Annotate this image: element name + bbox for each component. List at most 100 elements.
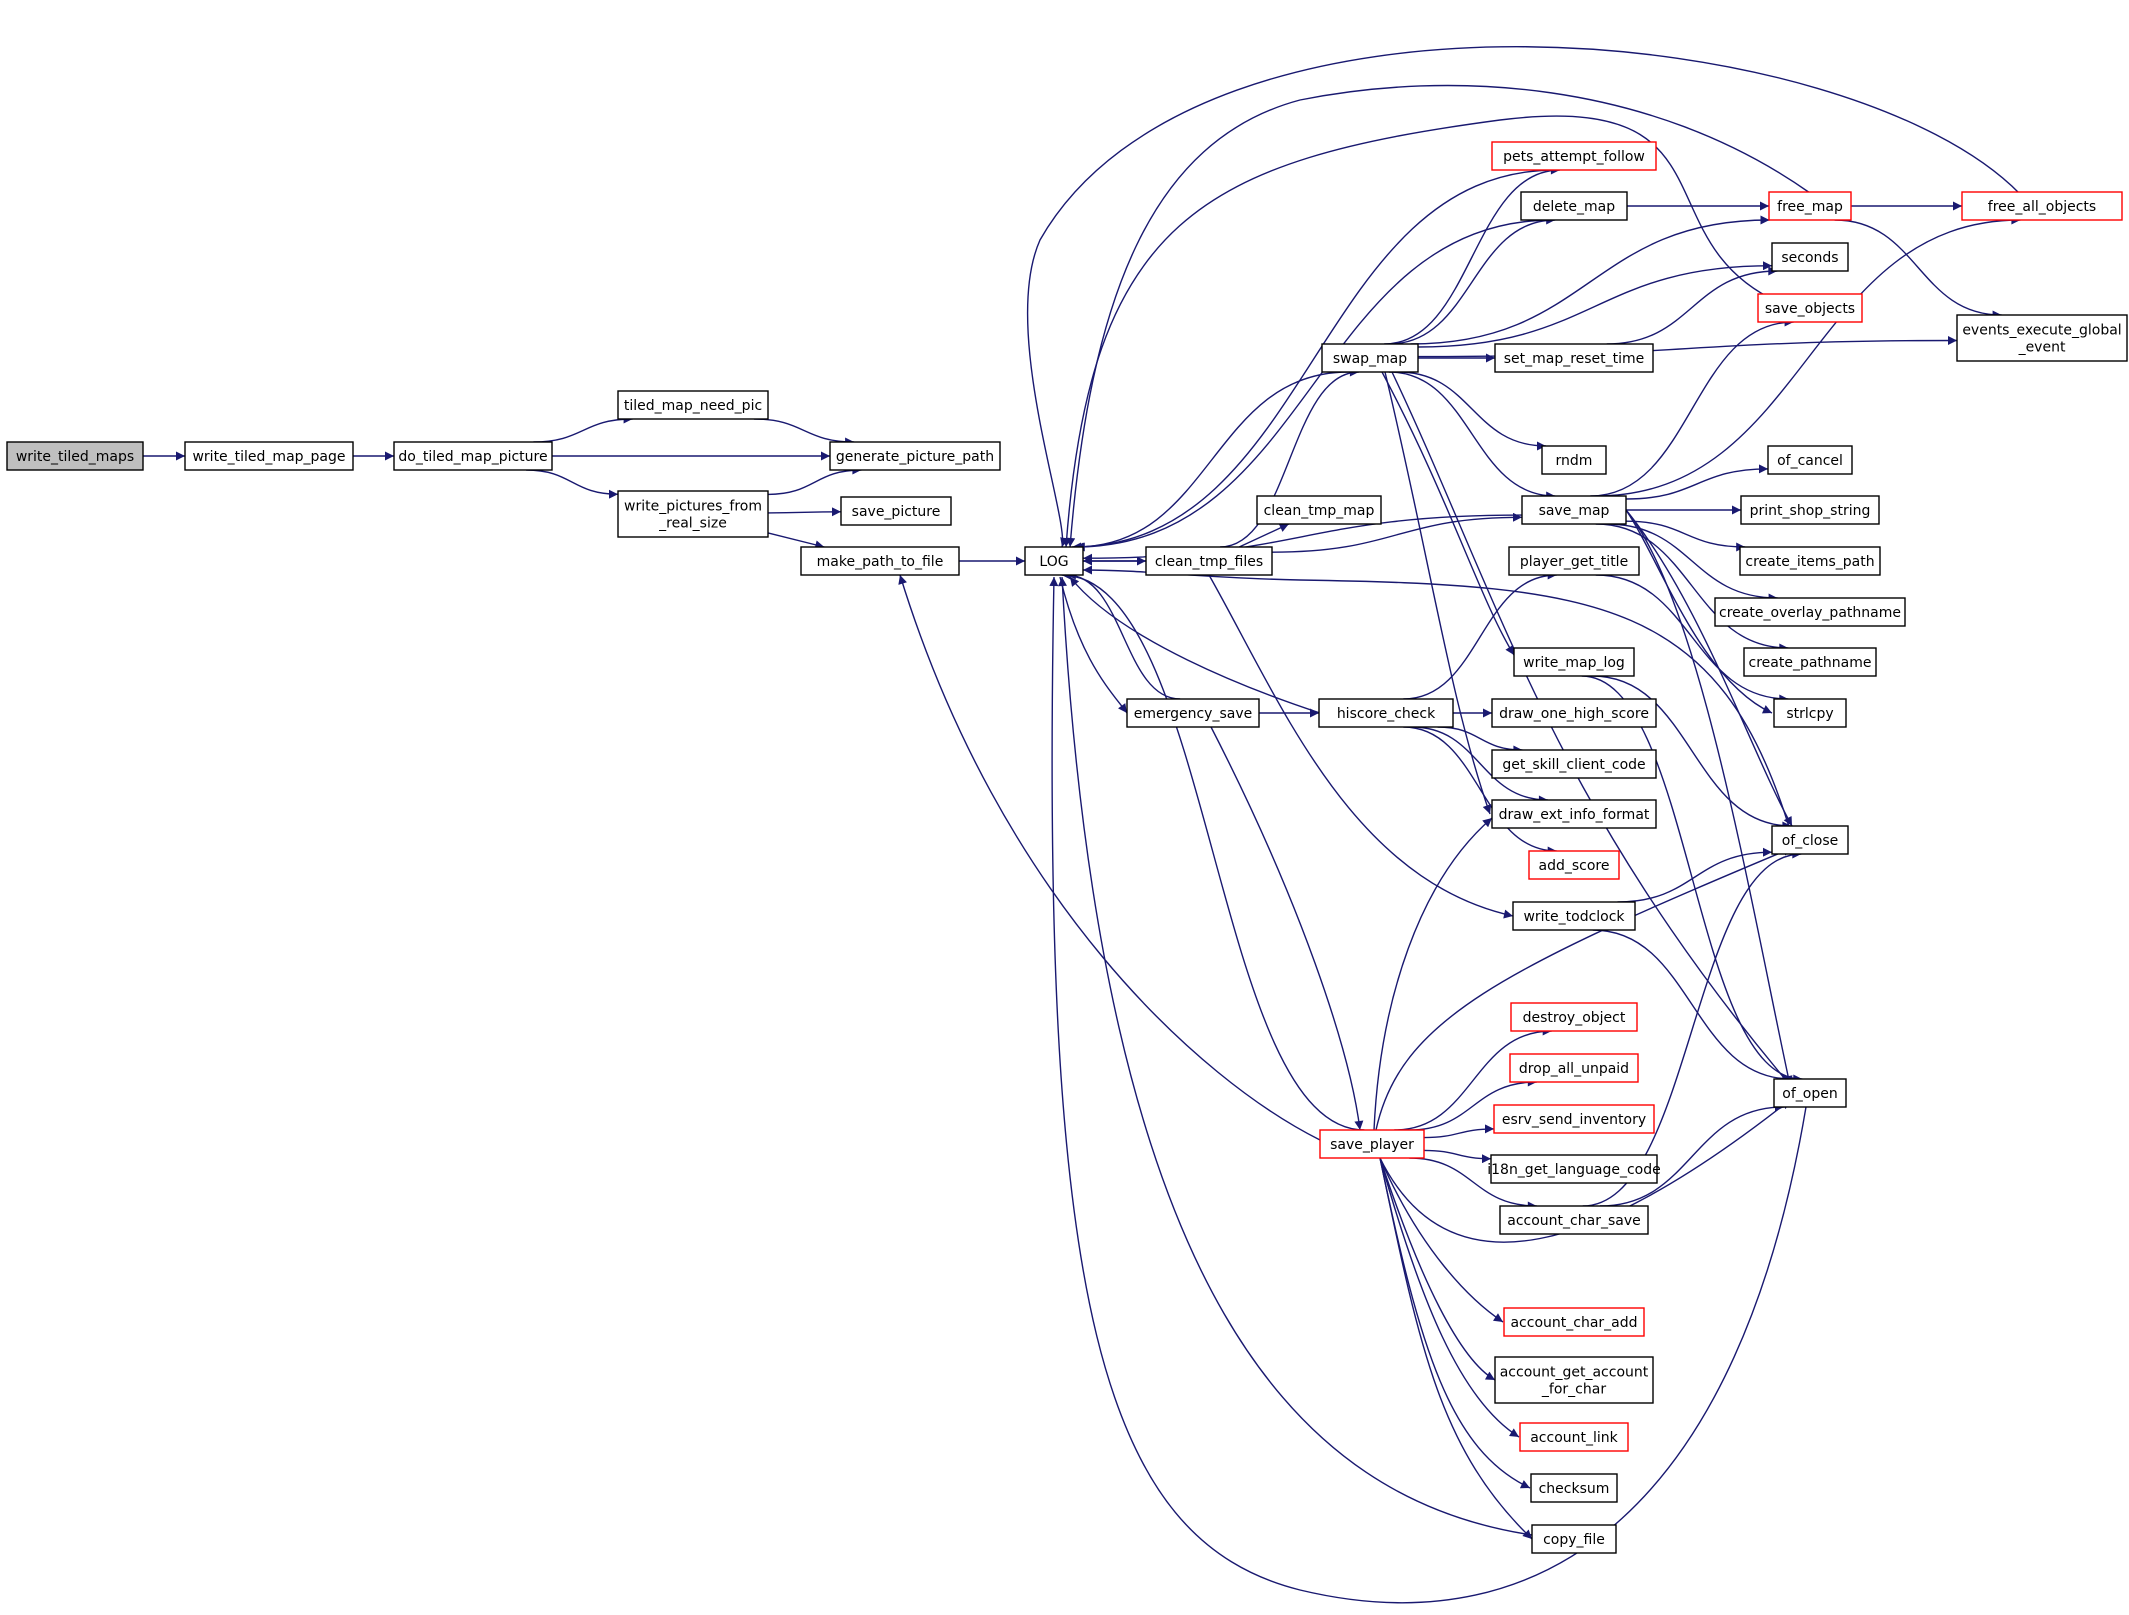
edge-save_map-to-strlcpy <box>1625 509 1773 714</box>
node-label: strlcpy <box>1786 706 1833 722</box>
node-tiled_map_need_pic[interactable]: tiled_map_need_pic <box>617 390 769 420</box>
node-box <box>1739 546 1881 576</box>
node-of_cancel[interactable]: of_cancel <box>1767 445 1853 475</box>
node-save_picture[interactable]: save_picture <box>840 496 952 526</box>
node-save_player[interactable]: save_player <box>1319 1129 1425 1159</box>
node-of_open[interactable]: of_open <box>1773 1078 1847 1108</box>
node-LOG[interactable]: LOG <box>1024 546 1084 576</box>
node-player_get_title[interactable]: player_get_title <box>1508 546 1640 576</box>
node-create_pathname[interactable]: create_pathname <box>1743 647 1877 677</box>
edges-layer <box>143 46 2021 1604</box>
node-checksum[interactable]: checksum <box>1530 1473 1618 1503</box>
edge-save_map-to-create_items_path <box>1625 520 1746 552</box>
node-seconds[interactable]: seconds <box>1771 242 1849 272</box>
node-events_execute_global_event[interactable]: events_execute_global_event <box>1956 314 2128 362</box>
node-draw_one_high_score[interactable]: draw_one_high_score <box>1491 698 1657 728</box>
node-write_todclock[interactable]: write_todclock <box>1512 901 1636 931</box>
node-clean_tmp_map[interactable]: clean_tmp_map <box>1256 495 1382 525</box>
edge-save_player-to-destroy_object <box>1394 1026 1552 1131</box>
node-label: _real_size <box>658 516 727 532</box>
edge-do_tiled_map_picture-to-write_pictures_from_real_size <box>526 469 619 499</box>
node-free_all_objects[interactable]: free_all_objects <box>1961 191 2123 221</box>
node-clean_tmp_files[interactable]: clean_tmp_files <box>1145 546 1273 576</box>
node-label: write_pictures_from <box>624 499 762 515</box>
node-label: LOG <box>1039 554 1068 570</box>
node-get_skill_client_code[interactable]: get_skill_client_code <box>1491 749 1657 779</box>
edge-of_open-to-LOG <box>1049 576 1807 1604</box>
node-box <box>1256 495 1382 525</box>
node-account_char_add[interactable]: account_char_add <box>1503 1307 1645 1337</box>
edge-save_map-to-of_cancel <box>1625 464 1769 500</box>
node-box <box>1509 1053 1639 1083</box>
node-write_pictures_from_real_size[interactable]: write_pictures_from_real_size <box>617 490 769 538</box>
node-box <box>393 441 553 471</box>
node-write_tiled_map_page[interactable]: write_tiled_map_page <box>184 441 354 471</box>
node-label: add_score <box>1539 858 1610 874</box>
node-print_shop_string[interactable]: print_shop_string <box>1740 495 1880 525</box>
edge-write_map_log-to-of_close <box>1592 675 1792 831</box>
node-pets_attempt_follow[interactable]: pets_attempt_follow <box>1491 141 1657 171</box>
node-create_items_path[interactable]: create_items_path <box>1739 546 1881 576</box>
node-write_tiled_maps[interactable]: write_tiled_maps <box>6 441 144 471</box>
node-draw_ext_info_format[interactable]: draw_ext_info_format <box>1491 799 1657 829</box>
edge-save_map-to-create_overlay_pathname <box>1606 523 1778 603</box>
edge-free_all_objects-to-LOG <box>1026 46 2021 548</box>
node-generate_picture_path[interactable]: generate_picture_path <box>829 441 1001 471</box>
node-free_map[interactable]: free_map <box>1768 191 1852 221</box>
node-account_get_account_for_char[interactable]: account_get_account_for_char <box>1494 1356 1654 1404</box>
edge-clean_tmp_files-to-write_todclock <box>1208 574 1514 919</box>
edge-pets_attempt_follow-to-LOG <box>1071 169 1557 552</box>
node-esrv_send_inventory[interactable]: esrv_send_inventory <box>1493 1104 1655 1134</box>
node-make_path_to_file[interactable]: make_path_to_file <box>800 546 960 576</box>
edge-clean_tmp_files-to-clean_tmp_map <box>1238 523 1290 548</box>
node-emergency_save[interactable]: emergency_save <box>1126 698 1260 728</box>
node-label: account_get_account <box>1500 1365 1649 1381</box>
node-label: drop_all_unpaid <box>1519 1061 1629 1077</box>
node-set_map_reset_time[interactable]: set_map_reset_time <box>1494 343 1654 373</box>
node-write_map_log[interactable]: write_map_log <box>1513 647 1635 677</box>
node-label: of_cancel <box>1777 453 1843 469</box>
node-swap_map[interactable]: swap_map <box>1321 343 1419 373</box>
node-box <box>1508 546 1640 576</box>
node-save_objects[interactable]: save_objects <box>1757 293 1863 323</box>
node-add_score[interactable]: add_score <box>1528 850 1620 880</box>
edge-save_player-to-account_char_save <box>1409 1157 1537 1211</box>
node-do_tiled_map_picture[interactable]: do_tiled_map_picture <box>393 441 553 471</box>
edge-save_map-to-of_close <box>1625 509 1793 827</box>
node-strlcpy[interactable]: strlcpy <box>1773 698 1847 728</box>
node-box <box>1767 445 1853 475</box>
node-hiscore_check[interactable]: hiscore_check <box>1318 698 1454 728</box>
node-box <box>1512 901 1636 931</box>
node-destroy_object[interactable]: destroy_object <box>1510 1002 1638 1032</box>
node-label: do_tiled_map_picture <box>398 449 547 465</box>
edge-save_map-to-create_pathname <box>1595 523 1789 653</box>
node-save_map[interactable]: save_map <box>1521 495 1627 525</box>
node-box <box>1714 597 1906 627</box>
node-delete_map[interactable]: delete_map <box>1520 191 1628 221</box>
edge-delete_map-to-LOG <box>1074 219 1554 552</box>
edge-save_player-to-esrv_send_inventory <box>1423 1124 1495 1139</box>
node-box <box>1757 293 1863 323</box>
edge-save_player-to-draw_ext_info_format <box>1373 817 1493 1131</box>
node-label: save_player <box>1330 1137 1414 1153</box>
edge-swap_map-to-free_map <box>1410 215 1770 345</box>
edge-swap_map-to-delete_map <box>1388 215 1556 345</box>
edge-hiscore_check-to-player_get_title <box>1403 570 1557 700</box>
node-copy_file[interactable]: copy_file <box>1531 1524 1617 1554</box>
node-box <box>6 441 144 471</box>
edge-swap_map-to-write_map_log <box>1381 371 1515 656</box>
node-box <box>1494 343 1654 373</box>
node-label: delete_map <box>1533 199 1615 215</box>
node-of_close[interactable]: of_close <box>1771 825 1849 855</box>
node-label: account_char_save <box>1507 1213 1640 1229</box>
node-account_char_save[interactable]: account_char_save <box>1499 1205 1649 1235</box>
node-label: save_picture <box>852 504 941 520</box>
node-account_link[interactable]: account_link <box>1519 1422 1629 1452</box>
node-create_overlay_pathname[interactable]: create_overlay_pathname <box>1714 597 1906 627</box>
edge-hiscore_check-to-draw_ext_info_format <box>1412 726 1548 805</box>
node-i18n_get_language_code[interactable]: i18n_get_language_code <box>1487 1154 1661 1184</box>
node-drop_all_unpaid[interactable]: drop_all_unpaid <box>1509 1053 1639 1083</box>
edge-hiscore_check-to-add_score <box>1403 726 1557 856</box>
node-label: clean_tmp_files <box>1155 554 1263 570</box>
node-rndm[interactable]: rndm <box>1541 445 1607 475</box>
